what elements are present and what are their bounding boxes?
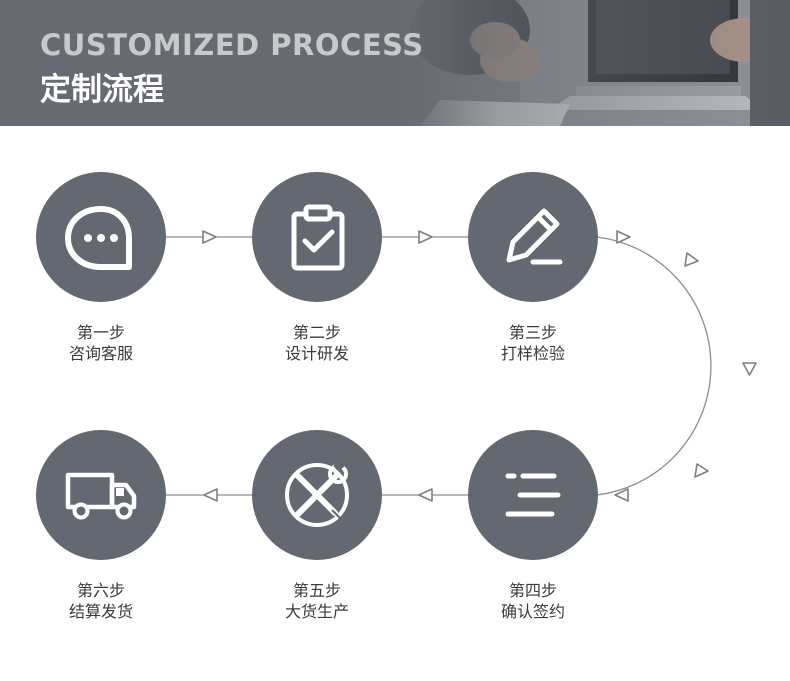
arrow-left-icon (418, 488, 433, 502)
arrow-right-icon (616, 230, 631, 244)
step-4-label: 第四步 确认签约 (463, 580, 603, 622)
step-name: 咨询客服 (68, 344, 133, 363)
step-5-circle (252, 430, 382, 560)
step-1-label: 第一步 咨询客服 (31, 322, 171, 364)
arrow-down-icon (742, 362, 757, 376)
step-name: 大货生产 (284, 602, 349, 621)
step-2-label: 第二步 设计研发 (247, 322, 387, 364)
tools-icon (285, 460, 349, 527)
clipboard-check-icon (291, 204, 345, 271)
step-number: 第一步 (76, 323, 125, 342)
pencil-icon (506, 208, 563, 265)
step-name: 确认签约 (500, 602, 565, 621)
arrow-right-icon (202, 230, 217, 244)
step-name: 设计研发 (284, 344, 349, 363)
header-banner: CUSTOMIZED PROCESS 定制流程 (0, 0, 790, 126)
step-number: 第三步 (508, 323, 557, 342)
step-2-circle (252, 172, 382, 302)
banner-title: CUSTOMIZED PROCESS (40, 28, 424, 62)
arrow-down-icon (694, 463, 709, 478)
step-1-circle (36, 172, 166, 302)
step-3-label: 第三步 打样检验 (463, 322, 603, 364)
step-number: 第四步 (508, 581, 557, 600)
chat-bubble-icon (65, 206, 132, 270)
step-number: 第二步 (292, 323, 341, 342)
arrow-left-icon (203, 488, 218, 502)
step-number: 第五步 (292, 581, 341, 600)
step-number: 第六步 (76, 581, 125, 600)
arrow-left-icon (614, 488, 629, 502)
step-6-circle (36, 430, 166, 560)
step-6-label: 第六步 结算发货 (31, 580, 171, 622)
step-5-label: 第五步 大货生产 (247, 580, 387, 622)
step-3-circle (468, 172, 598, 302)
truck-icon (65, 472, 137, 520)
arrow-down-icon (684, 252, 699, 267)
step-name: 结算发货 (68, 602, 133, 621)
banner-photo (400, 0, 790, 126)
lines-list-icon (505, 473, 561, 517)
step-name: 打样检验 (500, 344, 565, 363)
connector-3-4 (596, 236, 712, 496)
arrow-right-icon (418, 230, 433, 244)
step-4-circle (468, 430, 598, 560)
banner-subtitle: 定制流程 (40, 72, 164, 108)
